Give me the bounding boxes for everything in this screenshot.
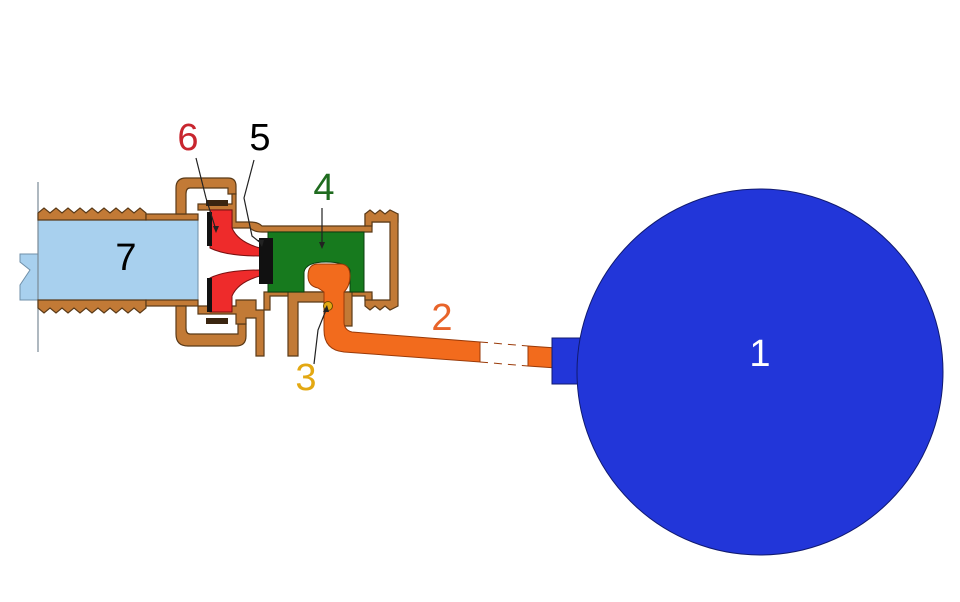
pipe-thread-bottom xyxy=(37,299,147,314)
label-float-ball: 1 xyxy=(749,333,770,375)
label-pivot-pin: 3 xyxy=(295,357,316,399)
seat-retainer-top xyxy=(206,200,228,206)
inlet-pipe xyxy=(19,182,199,352)
label-valve-seat: 6 xyxy=(177,117,198,159)
leader-lines xyxy=(195,157,329,365)
leader-arrow-6 xyxy=(213,226,219,233)
leader-line-3 xyxy=(313,309,327,365)
body-nut-lower xyxy=(175,305,247,347)
label-inlet-pipe: 7 xyxy=(115,237,136,279)
piston xyxy=(267,231,365,293)
label-seal-washer: 5 xyxy=(249,117,270,159)
label-piston: 4 xyxy=(313,167,334,209)
float-arm-dash-top xyxy=(479,341,529,347)
seat-gasket-lower xyxy=(207,278,212,312)
leader-arrow-3 xyxy=(323,305,329,312)
float-ball xyxy=(551,188,944,556)
pipe-wall-bottom xyxy=(145,299,199,307)
float-ball-sphere xyxy=(576,188,944,556)
pipe-wall-top xyxy=(145,213,199,221)
float-arm-dash-bottom xyxy=(479,361,529,367)
label-float-arm: 2 xyxy=(431,297,452,339)
inlet-water-area xyxy=(19,219,199,301)
body-nut-upper xyxy=(175,177,237,215)
leader-line-5 xyxy=(243,159,263,245)
seat-gasket-upper xyxy=(207,212,212,246)
leader-arrow-5 xyxy=(258,240,264,247)
body-lower-channel xyxy=(197,291,373,357)
leader-arrow-4 xyxy=(319,242,325,249)
float-arm-head xyxy=(307,263,481,363)
seat-retainer-bottom xyxy=(206,318,228,324)
pipe-thread-top xyxy=(37,207,147,221)
seal-washer xyxy=(259,238,273,284)
leader-line-6 xyxy=(195,157,217,231)
part-labels: 1 2 3 4 5 6 7 xyxy=(115,117,770,399)
